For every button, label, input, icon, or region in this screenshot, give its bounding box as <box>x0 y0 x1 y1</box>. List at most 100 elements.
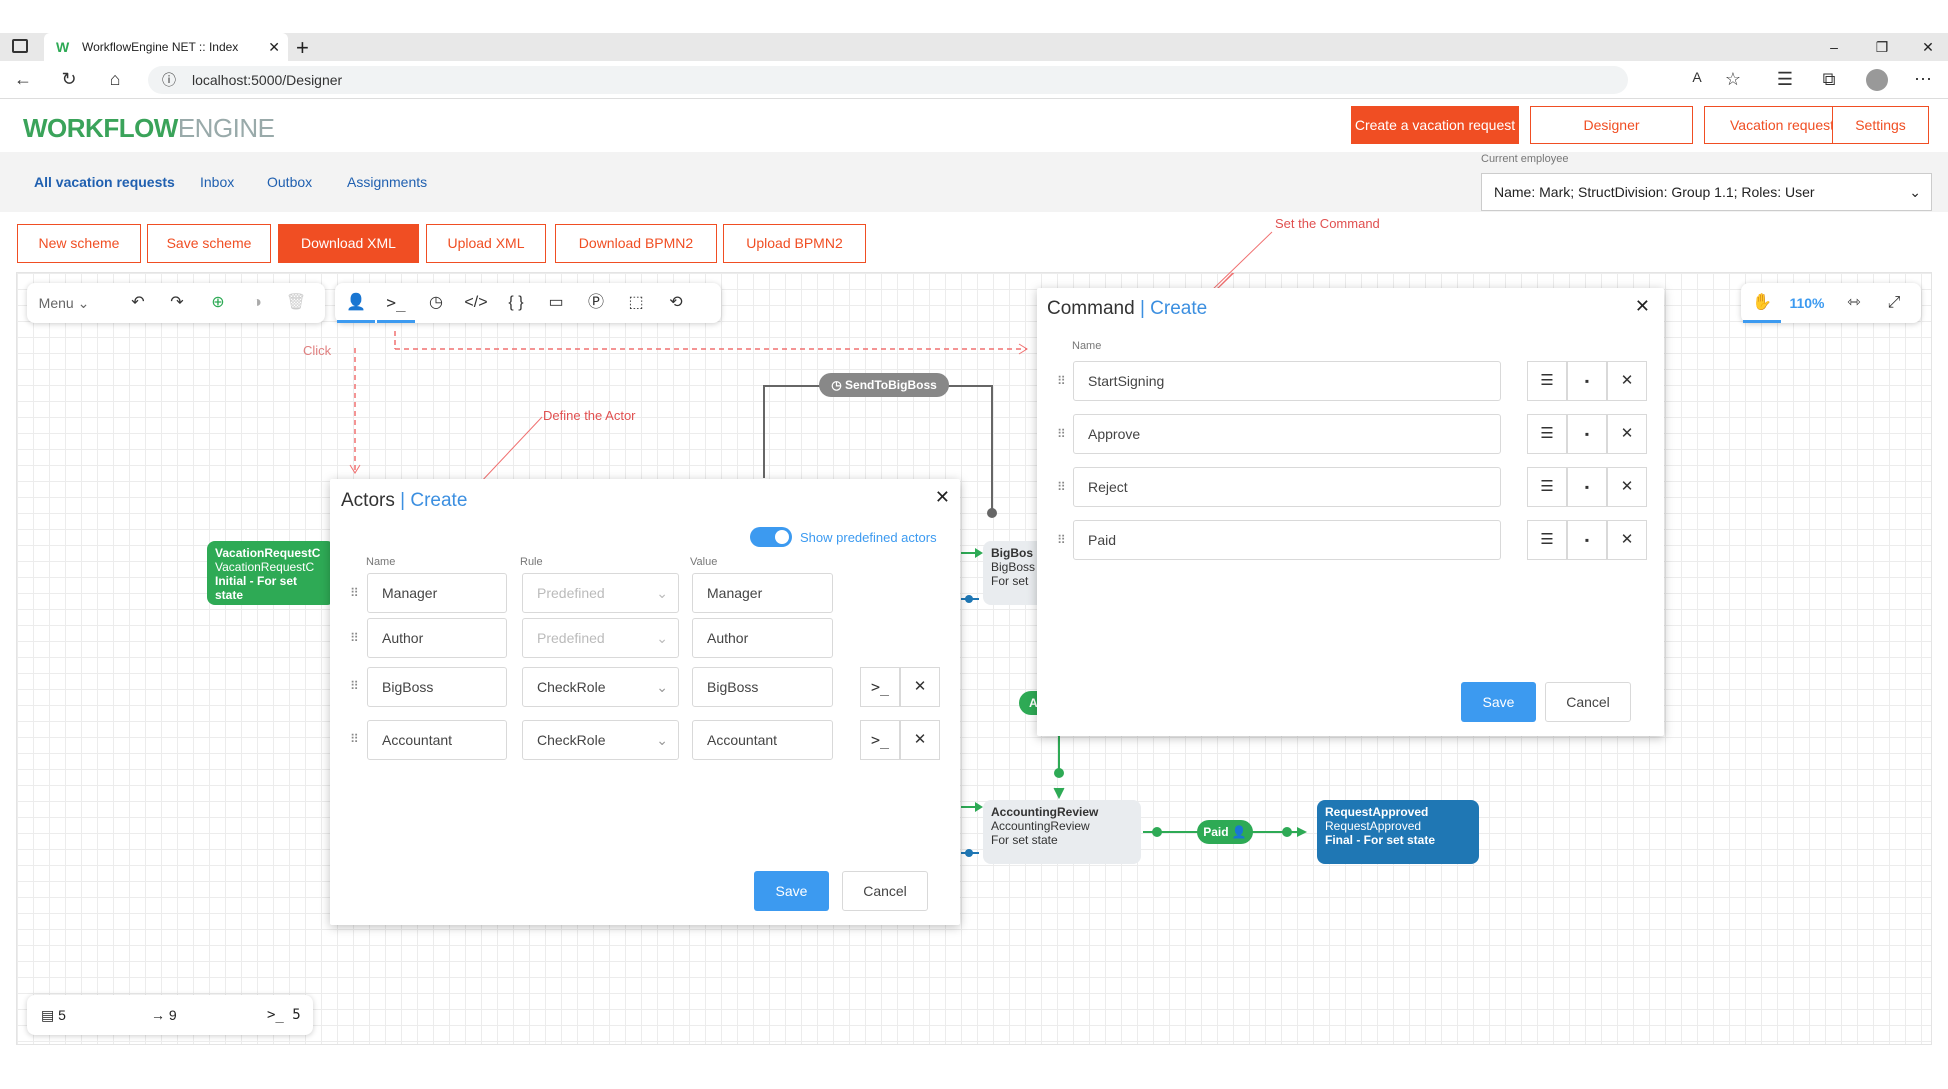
actor-name-input[interactable]: Author <box>367 618 507 658</box>
download-xml-button[interactable]: Download XML <box>278 224 419 263</box>
actors-save-button[interactable]: Save <box>754 871 829 911</box>
upload-xml-button[interactable]: Upload XML <box>426 224 546 263</box>
url-field[interactable]: ⓘ localhost:5000/Designer <box>148 66 1628 94</box>
brand-logo[interactable]: WORKFLOWENGINE <box>23 113 275 143</box>
settings-sliders-icon[interactable]: ☰ <box>1527 414 1567 454</box>
undo-icon[interactable]: ↶ <box>131 294 145 311</box>
localization-icon[interactable]: ▭ <box>548 294 564 311</box>
actor-value-input[interactable]: BigBoss <box>692 667 833 707</box>
upload-bpmn2-button[interactable]: Upload BPMN2 <box>723 224 866 263</box>
code-actions-icon[interactable]: </> <box>464 294 488 311</box>
actor-name-input[interactable]: Accountant <box>367 720 507 760</box>
designer-button[interactable]: Designer <box>1530 106 1693 144</box>
nav-inbox[interactable]: Inbox <box>200 174 235 190</box>
actor-name-input[interactable]: BigBoss <box>367 667 507 707</box>
actor-name-input[interactable]: Manager <box>367 573 507 613</box>
delete-row-icon[interactable]: ✕ <box>1607 414 1647 454</box>
drag-handle-icon[interactable]: ⠿ <box>1057 533 1066 547</box>
back-icon[interactable]: ← <box>14 69 32 89</box>
close-icon[interactable]: ✕ <box>1634 296 1650 316</box>
fit-width-icon[interactable]: ⇿ <box>1847 294 1861 311</box>
delete-row-icon[interactable]: ✕ <box>900 720 940 760</box>
pan-hand-icon[interactable]: ✋ <box>1743 283 1781 323</box>
actor-rule-select[interactable]: Predefined⌄ <box>522 618 679 658</box>
nav-all-vacation-requests[interactable]: All vacation requests <box>34 174 175 190</box>
parameters-icon[interactable]: { } <box>508 294 524 311</box>
drag-handle-icon[interactable]: ⠿ <box>350 631 359 645</box>
settings-sliders-icon[interactable]: ☰ <box>1527 361 1567 401</box>
profile-avatar[interactable] <box>1866 69 1888 91</box>
command-name-input[interactable]: Approve <box>1073 414 1501 454</box>
refresh-icon[interactable]: ↻ <box>61 69 77 89</box>
command-cancel-button[interactable]: Cancel <box>1545 682 1631 722</box>
actor-value-input[interactable]: Author <box>692 618 833 658</box>
command-name-input[interactable]: StartSigning <box>1073 361 1501 401</box>
paid-badge[interactable]: Paid 👤 <box>1197 820 1253 844</box>
command-name-input[interactable]: Reject <box>1073 467 1501 507</box>
drag-handle-icon[interactable]: ⠿ <box>350 732 359 746</box>
menu-dropdown[interactable]: Menu ⌄ <box>38 295 90 311</box>
delete-row-icon[interactable]: ✕ <box>900 667 940 707</box>
close-tab-icon[interactable]: ✕ <box>268 39 280 55</box>
predefined-actors-toggle[interactable] <box>750 527 792 547</box>
process-parameters-icon[interactable]: Ⓟ <box>587 294 604 311</box>
nav-outbox[interactable]: Outbox <box>267 174 313 190</box>
comment-icon[interactable]: ▪ <box>1567 361 1607 401</box>
redo-icon[interactable]: ↷ <box>170 294 184 311</box>
add-icon[interactable]: ⊕ <box>211 294 225 311</box>
comment-icon[interactable]: ▪ <box>1567 414 1607 454</box>
command-name-input[interactable]: Paid <box>1073 520 1501 560</box>
command-save-button[interactable]: Save <box>1461 682 1536 722</box>
favorite-icon[interactable]: ☆ <box>1724 69 1742 89</box>
commands-icon[interactable]: >_ <box>377 283 415 323</box>
drag-handle-icon[interactable]: ⠿ <box>1057 480 1066 494</box>
home-icon[interactable]: ⌂ <box>109 69 121 89</box>
toggle-icon[interactable]: ◑ <box>252 294 262 311</box>
comment-icon[interactable]: ▪ <box>1567 467 1607 507</box>
minimize-icon[interactable]: – <box>1830 39 1838 55</box>
settings-button[interactable]: Settings <box>1832 106 1929 144</box>
favorites-icon[interactable]: ☰ <box>1776 69 1794 89</box>
employee-select[interactable]: Name: Mark; StructDivision: Group 1.1; R… <box>1481 173 1932 211</box>
drag-handle-icon[interactable]: ⠿ <box>1057 374 1066 388</box>
close-window-icon[interactable]: ✕ <box>1922 39 1934 55</box>
delete-icon[interactable]: 🗑 <box>285 294 307 311</box>
code-editor-icon[interactable]: >_ <box>860 720 900 760</box>
read-aloud-icon[interactable]: A <box>1692 69 1702 85</box>
tab-actions-icon[interactable] <box>12 39 28 53</box>
actor-value-input[interactable]: Accountant <box>692 720 833 760</box>
fullscreen-icon[interactable]: ⤢ <box>1887 294 1901 311</box>
comment-icon[interactable]: ▪ <box>1567 520 1607 560</box>
actor-value-input[interactable]: Manager <box>692 573 833 613</box>
nav-assignments[interactable]: Assignments <box>347 174 428 190</box>
send-to-bigboss-badge[interactable]: ◷ SendToBigBoss <box>819 373 949 397</box>
request-approved-node[interactable]: RequestApproved RequestApproved Final - … <box>1317 800 1479 864</box>
restore-icon[interactable]: ❐ <box>1875 39 1889 55</box>
delete-row-icon[interactable]: ✕ <box>1607 520 1647 560</box>
new-tab-icon[interactable]: + <box>296 35 309 60</box>
timers-icon[interactable]: ◷ <box>429 294 443 311</box>
actors-cancel-button[interactable]: Cancel <box>842 871 928 911</box>
new-scheme-button[interactable]: New scheme <box>17 224 141 263</box>
actors-icon[interactable]: 👤 <box>337 283 375 323</box>
code-editor-icon[interactable]: >_ <box>860 667 900 707</box>
actor-rule-select[interactable]: CheckRole⌄ <box>522 667 679 707</box>
drag-handle-icon[interactable]: ⠿ <box>1057 427 1066 441</box>
actor-rule-select[interactable]: CheckRole⌄ <box>522 720 679 760</box>
create-vacation-request-button[interactable]: Create a vacation request <box>1351 106 1519 144</box>
browser-tab[interactable]: W WorkflowEngine NET :: Index ✕ <box>44 33 288 61</box>
download-bpmn2-button[interactable]: Download BPMN2 <box>555 224 717 263</box>
accounting-review-node[interactable]: AccountingReview AccountingReview For se… <box>983 800 1141 864</box>
actor-rule-select[interactable]: Predefined⌄ <box>522 573 679 613</box>
save-scheme-button[interactable]: Save scheme <box>147 224 271 263</box>
more-icon[interactable]: ⋯ <box>1914 69 1932 89</box>
select-area-icon[interactable]: ⬚ <box>628 294 644 311</box>
history-icon[interactable]: ⟲ <box>669 294 683 311</box>
drag-handle-icon[interactable]: ⠿ <box>350 586 359 600</box>
collections-icon[interactable]: ⧉ <box>1822 69 1836 89</box>
zoom-level[interactable]: 110% <box>1789 295 1825 311</box>
vacation-request-node[interactable]: VacationRequestC VacationRequestC Initia… <box>207 541 335 605</box>
drag-handle-icon[interactable]: ⠿ <box>350 679 359 693</box>
settings-sliders-icon[interactable]: ☰ <box>1527 467 1567 507</box>
close-icon[interactable]: ✕ <box>934 487 950 507</box>
